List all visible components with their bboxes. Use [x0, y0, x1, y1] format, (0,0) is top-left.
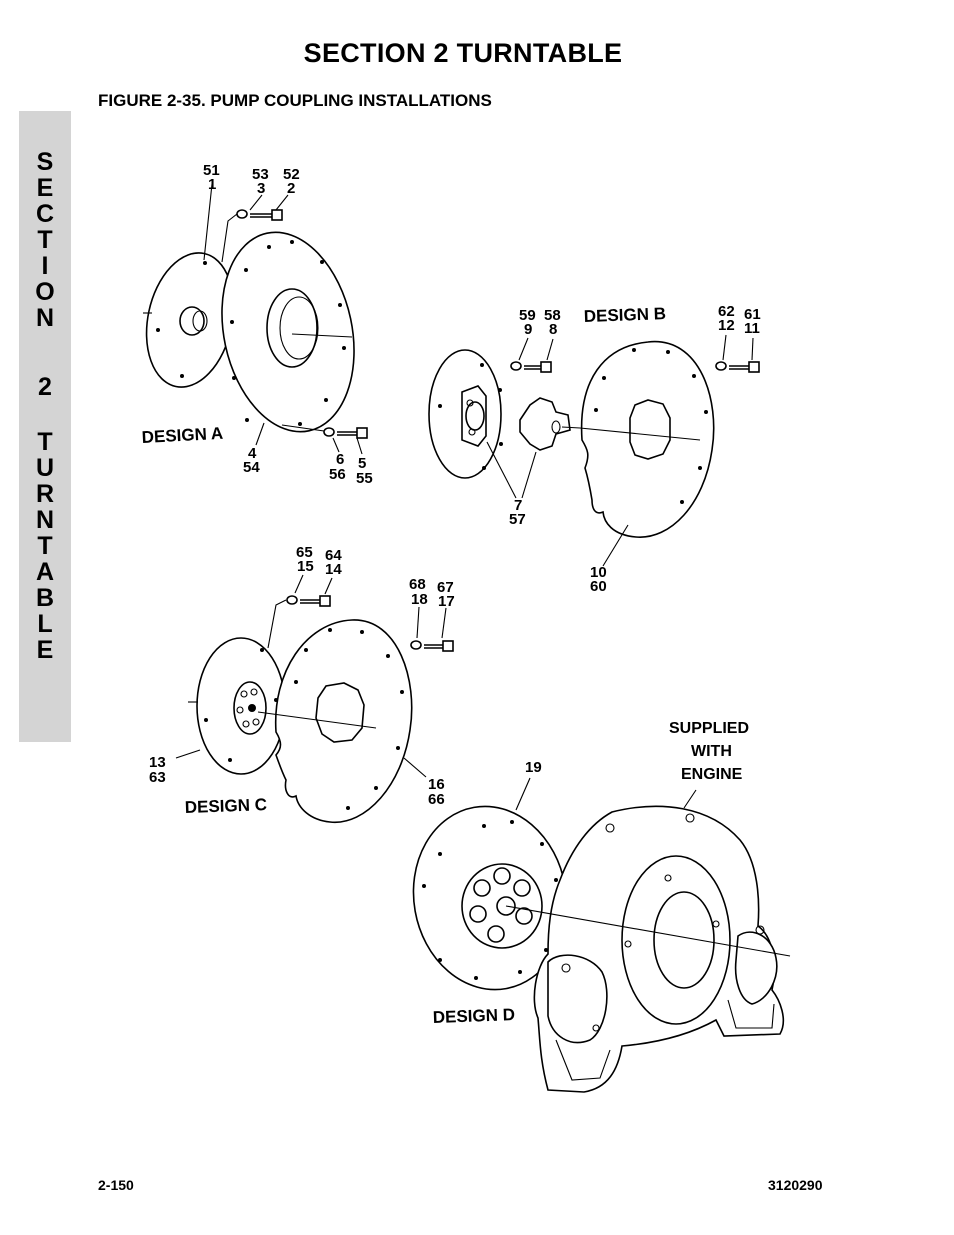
callout-66: 66: [428, 791, 445, 808]
callout-68: 68: [409, 576, 426, 593]
callout-7: 7: [514, 497, 522, 514]
callout-11: 11: [744, 320, 760, 337]
callout-56: 56: [329, 466, 346, 483]
design-a-flywheel-disc: [221, 231, 355, 433]
design-a-assembly: [143, 183, 368, 455]
callout-64: 64: [325, 547, 342, 564]
callout-13: 13: [149, 754, 166, 771]
callout-5: 5: [358, 455, 366, 472]
design-c-bolt-upper: [286, 595, 331, 607]
side-tab-letter: O: [35, 278, 55, 306]
side-tab-letter: T: [37, 428, 53, 456]
callout-57: 57: [509, 511, 526, 528]
callout-52: 52: [283, 166, 300, 183]
side-tab-letter: L: [37, 610, 53, 638]
callout-54: 54: [243, 459, 260, 476]
side-tab-letter: N: [35, 304, 55, 332]
side-tab-letter: U: [35, 454, 55, 482]
supplied-with-engine-line3: ENGINE: [681, 766, 743, 783]
design-d-label: DESIGN D: [432, 1005, 515, 1027]
design-b-bolt-right: [715, 361, 760, 373]
callout-14: 14: [325, 561, 342, 578]
design-d-bellhousing: [505, 805, 791, 1093]
callout-2: 2: [287, 180, 295, 197]
callout-1: 1: [208, 176, 216, 193]
design-b-rubber-coupling: [519, 397, 581, 451]
section-side-tab: S E C T I O N 2 T U R N T A B L E: [19, 111, 71, 742]
design-c-hub-plate: [188, 637, 286, 775]
callout-51: 51: [203, 162, 220, 179]
callout-15: 15: [297, 558, 314, 575]
design-c-label: DESIGN C: [184, 795, 267, 817]
design-c-flywheel-disc: [257, 619, 413, 823]
callout-3: 3: [257, 180, 265, 197]
callout-4: 4: [248, 445, 257, 462]
callout-65: 65: [296, 544, 313, 561]
design-b-bolt-left: [510, 361, 552, 373]
callout-16: 16: [428, 776, 445, 793]
side-tab-letter: T: [37, 226, 53, 254]
design-a-bolt-upper: [236, 209, 283, 221]
callout-18: 18: [411, 591, 428, 608]
callout-53: 53: [252, 166, 269, 183]
design-b-label: DESIGN B: [583, 304, 666, 326]
design-a-label: DESIGN A: [141, 424, 223, 447]
callout-61: 61: [744, 306, 761, 323]
side-tab-letter: C: [35, 200, 55, 228]
callout-62: 62: [718, 303, 735, 320]
design-c-bolt-right: [410, 640, 454, 652]
section-title: SECTION 2 TURNTABLE: [303, 38, 623, 68]
supplied-with-engine-line2: WITH: [691, 743, 732, 760]
callout-10: 10: [590, 564, 607, 581]
side-tab-letter: 2: [38, 373, 52, 401]
callout-59: 59: [519, 307, 536, 324]
design-b-assembly: [428, 334, 760, 567]
callout-19: 19: [525, 759, 542, 776]
side-tab-letter: A: [35, 558, 55, 586]
callout-labels: 51 1 53 3 52 2 DESIGN A 4 54 6 56 5 55 5…: [141, 162, 760, 1027]
side-tab-letter: E: [36, 174, 54, 202]
design-b-flywheel-disc: [579, 340, 715, 538]
document-number: 3120290: [768, 1177, 823, 1193]
supplied-with-engine-line1: SUPPLIED: [669, 720, 749, 737]
callout-6: 6: [336, 451, 344, 468]
callout-12: 12: [718, 317, 735, 334]
callout-67: 67: [437, 579, 454, 596]
side-tab-letter: B: [35, 584, 55, 612]
side-tab-letter: R: [35, 480, 55, 508]
callout-63: 63: [149, 769, 166, 786]
side-tab-letter: T: [37, 532, 53, 560]
design-d-flex-plate: [412, 805, 568, 991]
design-d-assembly: [412, 777, 791, 1093]
callout-55: 55: [356, 470, 373, 487]
page-number: 2-150: [98, 1177, 134, 1193]
side-tab-letter: N: [35, 506, 55, 534]
side-tab-letter: I: [41, 252, 49, 280]
design-b-hub-plate: [428, 349, 503, 479]
figure-title: FIGURE 2-35. PUMP COUPLING INSTALLATIONS: [98, 91, 492, 110]
callout-9: 9: [524, 321, 532, 338]
callout-17: 17: [438, 593, 455, 610]
callout-58: 58: [544, 307, 561, 324]
callout-60: 60: [590, 578, 607, 595]
side-tab-letter: S: [36, 148, 54, 176]
design-c-assembly: [175, 574, 454, 823]
callout-8: 8: [549, 321, 557, 338]
side-tab-letter: E: [36, 636, 54, 664]
design-a-bolt-lower: [323, 427, 368, 439]
